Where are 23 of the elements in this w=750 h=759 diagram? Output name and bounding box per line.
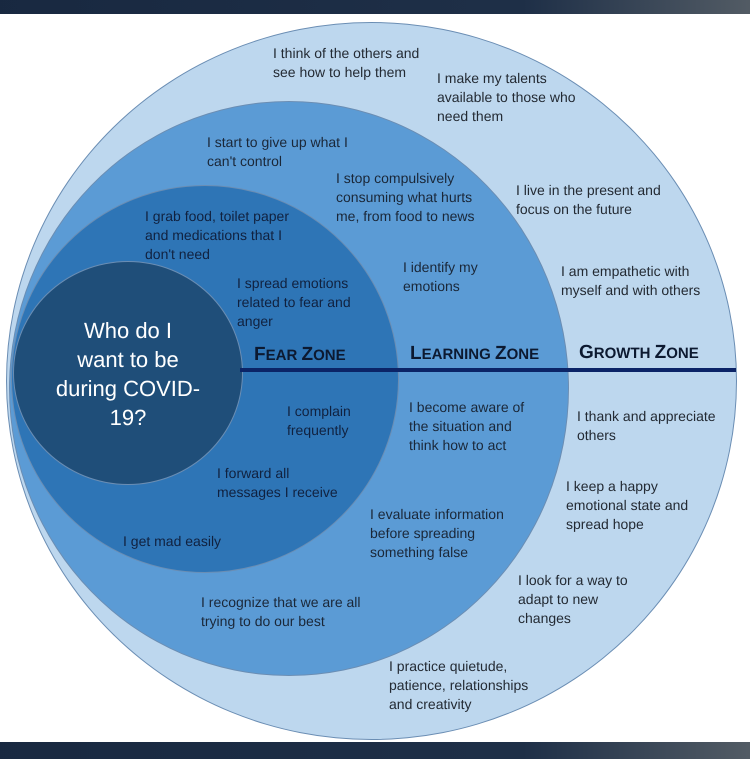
statement-text: I make my talents available to those who need them bbox=[437, 69, 577, 126]
statement-text: I start to give up what I can't control bbox=[207, 133, 349, 171]
statement-text: I think of the others and see how to help them bbox=[273, 44, 420, 82]
statement-text: I forward all messages I receive bbox=[217, 464, 339, 502]
statement-text: I live in the present and focus on the future bbox=[516, 181, 662, 219]
statement-text: I keep a happy emotional state and spread hope bbox=[566, 477, 690, 534]
statement-text: I identify my emotions bbox=[403, 258, 479, 296]
statement-text: I thank and appreciate others bbox=[577, 407, 717, 445]
statement-text: I become aware of the situation and think how to act bbox=[409, 398, 526, 455]
center-question: Who do I want to be during COVID-19? bbox=[54, 317, 202, 432]
statement-text: I recognize that we are all trying to do our best bbox=[201, 593, 362, 631]
zone-heading: LEARNING ZONE bbox=[410, 342, 540, 366]
statement-text: I spread emotions related to fear and anger bbox=[237, 274, 352, 331]
statement-text: I grab food, toilet paper and medications that I don't need bbox=[145, 207, 290, 264]
zone-heading: FEAR ZONE bbox=[254, 343, 346, 367]
statement-text: I stop compulsively consuming what hurts me, from food to news bbox=[336, 169, 476, 226]
statement-text: I evaluate information before spreading something false bbox=[370, 505, 505, 562]
statement-text: I complain frequently bbox=[287, 402, 352, 440]
statement-text: I practice quietude, patience, relationships and creativity bbox=[389, 657, 530, 714]
statement-text: I get mad easily bbox=[123, 532, 222, 551]
zone-heading: GROWTH ZONE bbox=[579, 341, 699, 365]
statement-text: I am empathetic with myself and with others bbox=[561, 262, 702, 300]
statement-text: I look for a way to adapt to new changes bbox=[518, 571, 629, 628]
